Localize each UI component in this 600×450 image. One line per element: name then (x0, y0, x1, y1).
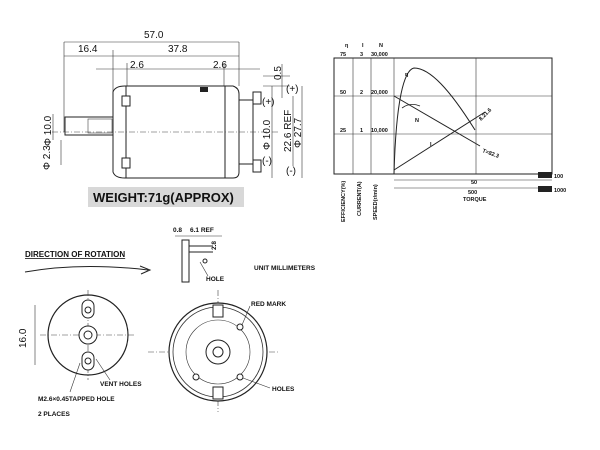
chart-frame (333, 57, 553, 175)
dim-left-offset: 2.6 (130, 60, 144, 71)
dim-terminal-ref: 6.1 REF (190, 227, 214, 234)
dim-terminal-offset: 0.5 (273, 66, 284, 80)
tapped-hole-label: M2.6×0.45TAPPED HOLE (38, 396, 115, 403)
places-label: 2 PLACES (38, 411, 70, 418)
curve-label-n: N (415, 118, 419, 124)
rear-terminal-top (212, 304, 224, 318)
ylabel-current: CURRENT(A) (357, 181, 363, 216)
dim-body: 37.8 (168, 44, 188, 55)
dim-terminal-thickness: 0.8 (173, 227, 182, 234)
motor-side-view: 57.0 16.4 37.8 2.6 2.6 0.5 (+) (-) (+) (42, 30, 304, 179)
speed-tick-2: 10,000 (371, 128, 388, 134)
unit-box-gcm (538, 186, 552, 192)
dim-body-dia: Φ 27.7 (293, 117, 304, 148)
vent-holes-label: VENT HOLES (100, 381, 142, 388)
polarity-plus-side: (+) (286, 84, 299, 95)
holes-label: HOLES (272, 386, 295, 393)
hole-label: HOLE (206, 276, 225, 283)
eta-tick-2: 25 (340, 128, 346, 134)
terminal-plus (252, 91, 262, 105)
current-tick-1: 2 (360, 90, 363, 96)
header-speed: N (379, 43, 383, 49)
speed-tick-1: 20,000 (371, 90, 388, 96)
polarity-plus: (+) (262, 97, 275, 108)
dim-flat-ref: 22.6 REF (283, 110, 294, 152)
dim-shaft-dia: Φ 10.0 (43, 115, 54, 146)
xtick-50: 50 (471, 180, 477, 186)
performance-chart: η I N 75 50 25 3 2 1 30,000 20,000 10,00… (333, 43, 566, 222)
curve-label-eta: η (405, 72, 409, 78)
dim-boss-dia: Φ 10.0 (262, 119, 273, 150)
unit-mnm-value: 100 (554, 174, 563, 180)
xtick-500: 500 (468, 190, 477, 196)
header-eta: η (345, 43, 349, 49)
dim-shaft-small-dia: Φ 2.3 (42, 145, 53, 170)
terminal-detail: 0.8 6.1 REF 2.8 HOLE UNIT MILLIMETERS (173, 227, 316, 283)
curve-current (393, 111, 486, 171)
weight-label: WEIGHT:71g(APPROX) (93, 190, 234, 205)
unit-label: UNIT MILLIMETERS (254, 265, 316, 272)
dim-overall: 57.0 (144, 30, 164, 41)
front-face-view: 16.0 VENT HOLES M2.6×0.45TAPPED HOLE 2 P… (18, 290, 142, 418)
eta-tick-1: 50 (340, 90, 346, 96)
direction-label: DIRECTION OF ROTATION (25, 250, 125, 259)
red-mark-label: RED MARK (251, 301, 286, 308)
rotation-arrow (24, 265, 149, 273)
curve-efficiency (393, 67, 476, 175)
current-tick-2: 1 (360, 128, 363, 134)
eta-tick-0: 75 (340, 52, 346, 58)
ylabel-efficiency: EFFICIENCY(%) (341, 181, 347, 222)
dim-shaft: 16.4 (78, 44, 98, 55)
red-mark-dot (236, 323, 244, 331)
curve-label-i: I (430, 142, 432, 148)
rear-face-view: RED MARK HOLES (148, 290, 295, 412)
rear-terminal-bottom (212, 386, 224, 400)
unit-box-mnm (538, 172, 552, 178)
weight-box (88, 187, 244, 207)
header-current: I (362, 43, 364, 49)
current-tick-0: 3 (360, 52, 363, 58)
unit-gcm-value: 1000 (554, 188, 566, 194)
curve-label-rated-b: T=82.3 (481, 148, 499, 160)
xlabel-torque: TORQUE (463, 197, 487, 203)
polarity-minus: (-) (262, 156, 272, 167)
polarity-minus-side: (-) (286, 166, 296, 177)
dim-terminal-height: 2.8 (211, 241, 218, 250)
speed-tick-0: 30,000 (371, 52, 388, 58)
dim-face-height: 16.0 (18, 328, 29, 348)
dim-right-offset: 2.6 (213, 60, 227, 71)
ylabel-speed: SPEED(r/min) (373, 184, 379, 220)
curve-speed (393, 95, 481, 147)
terminal-minus (252, 159, 262, 173)
